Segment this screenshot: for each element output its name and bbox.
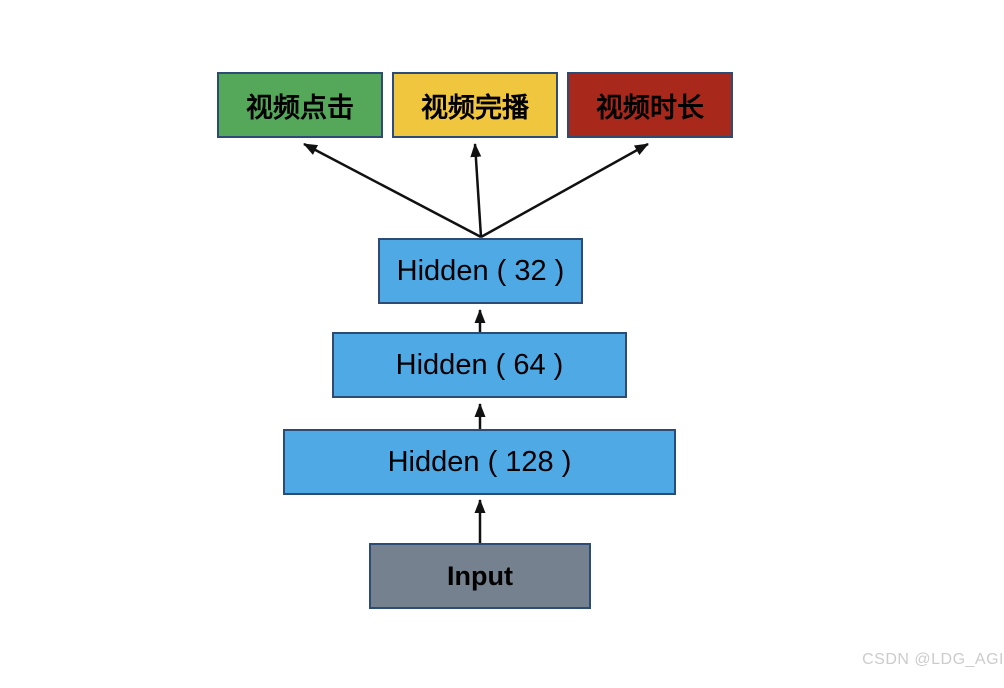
- hidden-layer-128-box: Hidden ( 128 ): [283, 429, 676, 495]
- arrow-hidden32-to-video-click: [303, 142, 482, 239]
- csdn-watermark: CSDN @LDG_AGI: [862, 651, 1004, 668]
- output-box-video-click: 视频点击: [217, 72, 383, 138]
- arrow-hidden32-to-video-completion: [470, 143, 483, 238]
- output-box-video-duration: 视频时长: [567, 72, 733, 138]
- arrow-hidden32-to-video-duration: [480, 142, 649, 239]
- hidden-layer-64-box: Hidden ( 64 ): [332, 332, 627, 398]
- output-box-video-completion: 视频完播: [392, 72, 558, 138]
- input-layer-box: Input: [369, 543, 591, 609]
- hidden-layer-32-box: Hidden ( 32 ): [378, 238, 583, 304]
